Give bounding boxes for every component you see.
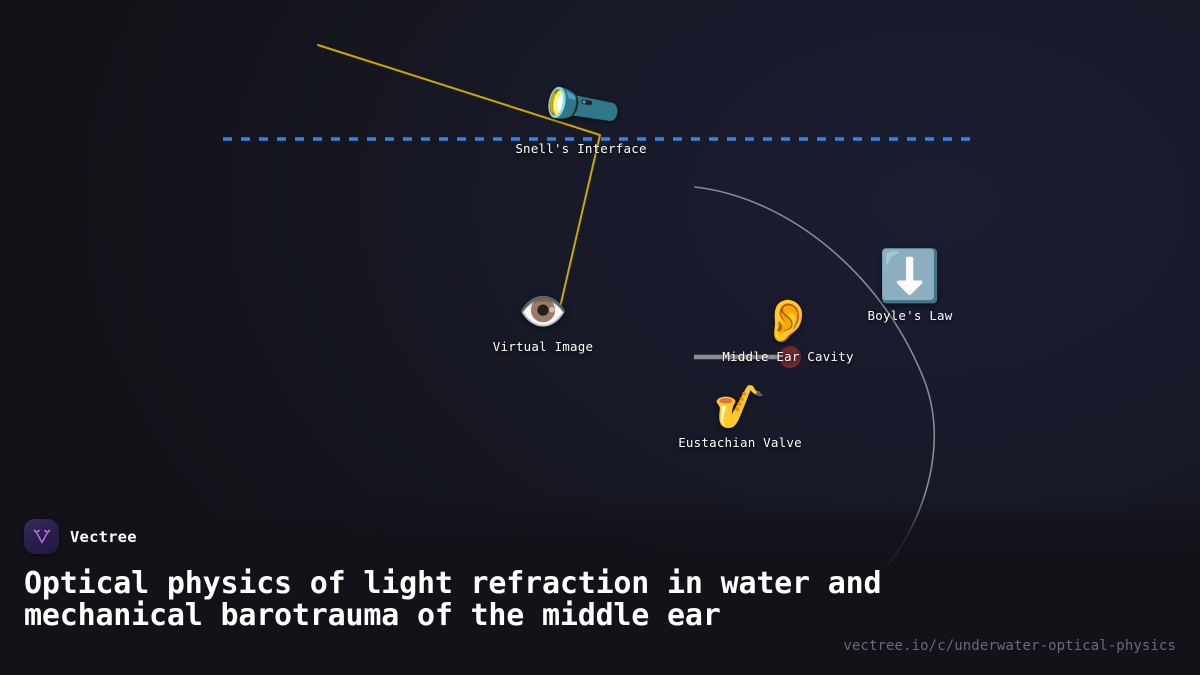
- node-label-middle-ear-cavity: Middle Ear Cavity: [722, 349, 854, 364]
- node-label-eustachian-valve: Eustachian Valve: [678, 435, 802, 450]
- ear-connector-endpoint-dot: [779, 346, 801, 368]
- page-title: Optical physics of light refraction in w…: [24, 566, 882, 634]
- node-virtual-image[interactable]: 👁️ Virtual Image: [493, 292, 593, 354]
- node-boyles-law[interactable]: ⬇️ Boyle's Law: [868, 251, 953, 323]
- node-label-snells-interface: Snell's Interface: [515, 141, 647, 156]
- eye-icon: 👁️: [518, 289, 568, 335]
- incident-ray-line: [317, 44, 601, 317]
- brand-name: Vectree: [70, 527, 137, 546]
- node-snells-interface[interactable]: 🔦 Snell's Interface: [515, 62, 647, 156]
- vectree-tree-logo-icon: [24, 519, 59, 554]
- down-arrow-icon: ⬇️: [878, 247, 942, 305]
- node-middle-ear-cavity[interactable]: 👂 Middle Ear Cavity: [722, 296, 854, 365]
- node-label-virtual-image: Virtual Image: [492, 339, 594, 354]
- brand-row: Vectree: [24, 519, 1176, 554]
- node-eustachian-valve[interactable]: 🎷 Eustachian Valve: [678, 382, 802, 451]
- ear-icon: 👂: [761, 296, 815, 345]
- source-url: vectree.io/c/underwater-optical-physics: [843, 638, 1176, 654]
- saxophone-icon: 🎷: [713, 382, 767, 431]
- node-label-boyles-law: Boyle's Law: [867, 308, 953, 323]
- caption-bar: Vectree Optical physics of light refract…: [0, 495, 1200, 675]
